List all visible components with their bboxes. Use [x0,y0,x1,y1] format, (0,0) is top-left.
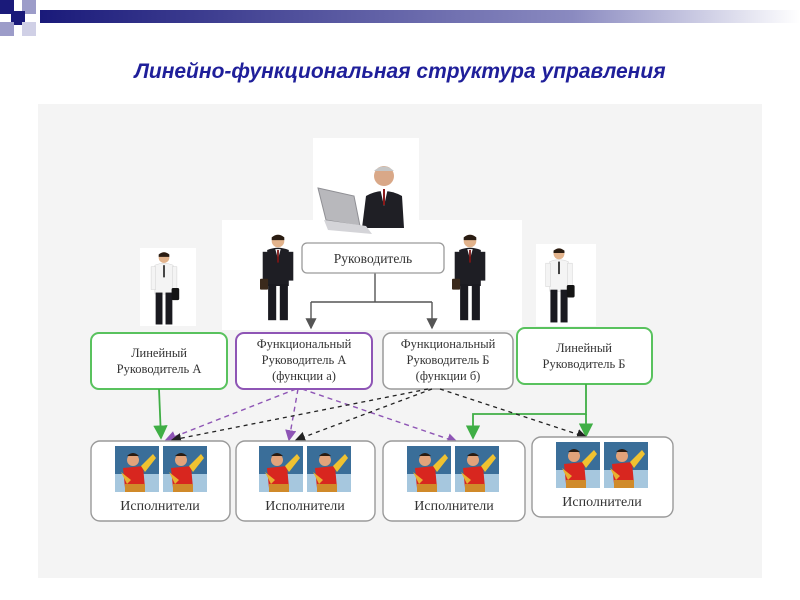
deco-square [0,22,14,36]
line-manager-a-label-2: Руководитель А [117,362,202,376]
executor-icon [556,442,600,488]
functional-manager-a-box: Функциональный Руководитель А (функции а… [235,332,373,390]
deco-square [22,22,36,36]
line-manager-b-box: Линейный Руководитель Б [516,327,653,385]
executors-box-1: Исполнители [90,440,231,522]
top-decorative-bar [0,0,800,50]
functional-b-to-executors-4-arrow [439,388,588,440]
functional-manager-b-label-3: (функции б) [416,369,481,383]
gradient-bar [40,10,800,23]
line-a-to-executors-1-arrow [153,388,168,440]
executors-box-3: Исполнители [382,440,526,522]
executor-icon [407,446,451,492]
executor-icon [604,442,648,488]
functional-a-to-executors-1-arrow [164,388,297,442]
page-title: Линейно-функциональная структура управле… [134,60,666,83]
executor-icon [115,446,159,492]
line-manager-a-box: Линейный Руководитель А [90,332,228,390]
functional-a-to-executors-2-arrow [285,388,299,442]
executors-label-4: Исполнители [562,495,642,510]
line-b-to-executors-3-arrow [465,384,587,440]
functional-a-to-executors-3-arrow [301,388,459,445]
executor-icon [259,446,303,492]
line-manager-b-label-2: Руководитель Б [543,357,626,371]
deco-square [22,0,36,14]
line-manager-b-label-1: Линейный [556,341,612,355]
deco-square [0,0,14,14]
deco-square [11,11,25,25]
functional-manager-b-label-1: Функциональный [401,337,496,351]
executor-icon [455,446,499,492]
head-manager-label: Руководитель [334,251,412,266]
functional-manager-a-label-3: (функции а) [272,369,336,383]
functional-manager-b-box: Функциональный Руководитель Б (функции б… [382,332,514,390]
head-manager-photo [317,166,404,234]
functional-manager-a-label-1: Функциональный [257,337,352,351]
executors-label-3: Исполнители [414,499,494,514]
functional-b-to-executors-2-arrow [294,388,433,442]
executors-label-1: Исполнители [120,499,200,514]
executors-label-2: Исполнители [265,499,345,514]
functional-b-to-executors-1-arrow [170,388,429,444]
executors-box-2: Исполнители [235,440,376,522]
executor-icon [163,446,207,492]
executors-box-4: Исполнители [531,436,674,518]
executor-icon [307,446,351,492]
line-manager-a-label-1: Линейный [131,346,187,360]
functional-manager-b-label-2: Руководитель Б [407,353,490,367]
header-decoration [0,0,800,36]
functional-manager-a-label-2: Руководитель А [262,353,347,367]
head-manager-box: Руководитель [301,242,445,274]
